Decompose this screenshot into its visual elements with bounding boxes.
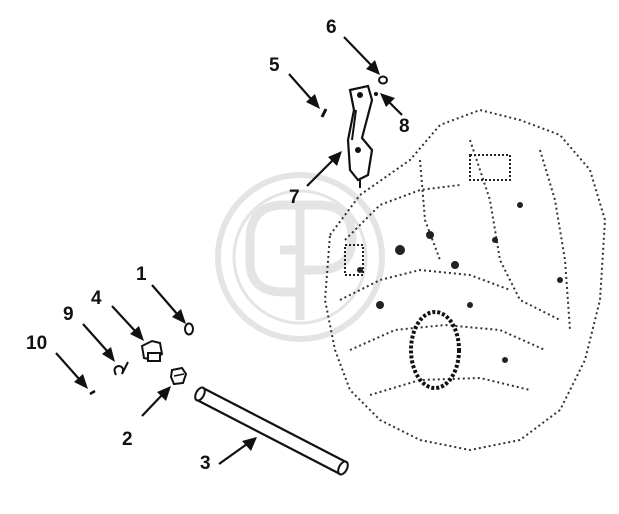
small-pin-part-10 <box>89 389 96 396</box>
tube-part-3 <box>194 386 349 476</box>
watermark-logo <box>215 172 385 342</box>
callout-4: 4 <box>91 288 102 309</box>
callout-5: 5 <box>269 55 280 76</box>
o-ring-part-1 <box>184 322 194 336</box>
callout-3: 3 <box>200 453 211 474</box>
fitting-part-4 <box>140 339 164 362</box>
leader-arrows <box>55 36 403 465</box>
engine-block <box>323 108 607 452</box>
plug-part-2 <box>169 366 188 386</box>
callout-10: 10 <box>26 333 47 354</box>
small-ring-part-8 <box>374 92 378 96</box>
callout-6: 6 <box>326 17 337 38</box>
callout-2: 2 <box>122 429 133 450</box>
callout-7: 7 <box>289 187 300 208</box>
o-ring-part-6 <box>378 75 388 85</box>
bracket-part <box>346 84 374 188</box>
callout-1: 1 <box>136 264 147 285</box>
callout-9: 9 <box>63 304 74 325</box>
engine-ring-gear <box>409 310 461 390</box>
pin-part-5 <box>320 108 328 118</box>
clip-part-9 <box>113 361 129 376</box>
callout-8: 8 <box>399 116 410 137</box>
